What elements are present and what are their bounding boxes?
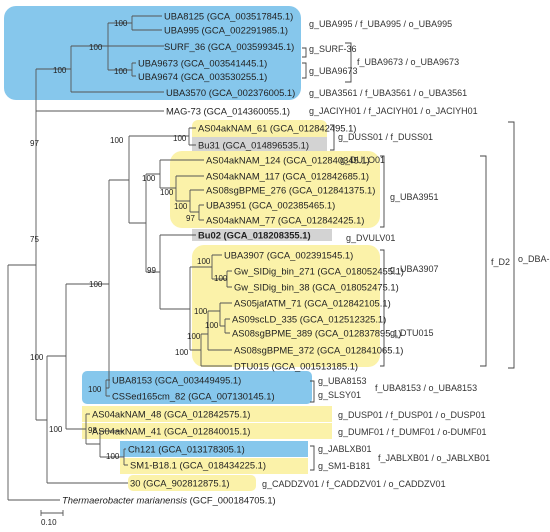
bootstrap-value: 99: [147, 266, 156, 275]
leaf-label: AS04akNAM_77 (GCA_012842425.1): [206, 215, 364, 226]
bootstrap-value: 100: [110, 136, 124, 145]
taxonomy-label: f_UBA8153 / o_UBA8153: [375, 383, 477, 393]
leaf-label: UBA9674 (GCA_003530255.1): [138, 71, 267, 82]
leaf-label: SM1-B18.1 (GCA_018434225.1): [130, 460, 266, 471]
highlight-blue-ch121: [120, 441, 308, 457]
taxonomy-label: g_UBA3907: [390, 264, 439, 274]
taxonomy-label: g_DUMF01 / f_DUMF01 / o-DUMF01: [338, 427, 487, 437]
leaf-label: Ch121 (GCA_013178305.1): [128, 444, 245, 455]
bootstrap-value: 100: [53, 66, 67, 75]
scale-bar: 0.10: [40, 510, 64, 527]
bootstrap-values: 100 100 100 100 97 75 100 100 100 100 10…: [30, 19, 228, 461]
leaf-label: Gw_SIDig_bin_38 (GCA_018052475.1): [234, 282, 399, 293]
scale-bar-label: 0.10: [41, 518, 57, 527]
bootstrap-value: 100: [160, 188, 174, 197]
taxonomy-label: g_CADDZV01 / f_CADDZV01 / o_CADDZV01: [262, 479, 446, 489]
bootstrap-value: 97: [30, 139, 39, 148]
taxonomy-label: g_DTU015: [390, 328, 434, 338]
leaf-label: 30 (GCA_902812875.1): [130, 478, 230, 489]
leaf-label: CSSed165cm_82 (GCA_007130145.1): [112, 391, 275, 402]
leaf-label: AS04akNAM_117 (GCA_012842685.1): [206, 171, 369, 182]
leaf-label: AS08sgBPME_389 (GCA_012837895.1): [232, 328, 401, 339]
taxonomy-label: g_DUSP01 / f_DUSP01 / o_DUSP01: [338, 410, 486, 420]
bootstrap-value: 100: [194, 307, 208, 316]
leaf-label: AS04akNAM_124 (GCA_012840345.1): [206, 155, 370, 166]
leaf-label: AS04akNAM_61 (GCA_012842495.1): [198, 123, 356, 134]
leaf-label: Gw_SIDig_bin_271 (GCA_018052455.1): [234, 266, 404, 277]
highlight-yellow-dusp01: [82, 406, 332, 422]
highlight-yellow-30: [128, 475, 256, 491]
leaf-label: UBA8153 (GCA_003449495.1): [112, 375, 241, 386]
taxonomy-label: g_DUSS01 / f_DUSS01: [338, 132, 433, 142]
bootstrap-value: 75: [30, 235, 39, 244]
highlight-gray-bu02: [192, 229, 332, 241]
bootstrap-value: 100: [197, 257, 211, 266]
leaf-label: UBA3907 (GCA_002391545.1): [224, 250, 353, 261]
taxonomy-label: g_UBA9673: [309, 66, 358, 76]
taxonomy-label: g_DVULV01: [346, 233, 395, 243]
taxonomy-label: f_D2: [491, 257, 510, 267]
bootstrap-value: 97: [186, 214, 195, 223]
bootstrap-value: 100: [114, 19, 128, 28]
taxonomy-label: g_SM1-B181: [318, 461, 371, 471]
bootstrap-value: 100: [142, 174, 156, 183]
leaf-label: AS04akNAM_48 (GCA_012842575.1): [92, 409, 250, 420]
bootstrap-value: 100: [173, 134, 187, 143]
clade-brackets: [302, 42, 515, 471]
leaf-label: AS09scLD_335 (GCA_012512325.1): [232, 314, 386, 325]
bootstrap-value: 100: [175, 348, 189, 357]
highlight-yellow-sm1: [120, 458, 308, 474]
leaf-label: UBA995 (GCA_002291985.1): [164, 25, 288, 36]
tree-branches: [7, 15, 232, 501]
bootstrap-value: 100: [88, 385, 102, 394]
leaf-label: Bu31 (GCA_014896535.1): [198, 140, 309, 151]
highlight-blue-uba8153: [82, 371, 312, 404]
bootstrap-value: 100: [214, 274, 228, 283]
bootstrap-value: 100: [187, 332, 201, 341]
leaf-label: MAG-73 (GCA_014360055.1): [166, 106, 290, 117]
taxonomy-label: g_DULO01: [340, 155, 385, 165]
leaf-label: AS05jafATM_71 (GCA_012842105.1): [234, 298, 391, 309]
bootstrap-value: 100: [49, 425, 63, 434]
bootstrap-value: 100: [89, 43, 103, 52]
highlight-blue-top: [4, 6, 301, 100]
bootstrap-value: 100: [89, 280, 103, 289]
leaf-label: Thermaerobacter marianensis (GCF_0001847…: [62, 495, 276, 506]
leaf-label: UBA9673 (GCA_003541445.1): [138, 58, 267, 69]
taxonomy-label: g_UBA995 / f_UBA995 / o_UBA995: [309, 19, 452, 29]
leaf-label: UBA3570 (GCA_002376005.1): [166, 87, 295, 98]
leaf-label: UBA3951 (GCA_002385465.1): [206, 200, 335, 211]
taxonomy-labels: g_UBA995 / f_UBA995 / o_UBA995 g_SURF-36…: [262, 19, 550, 489]
highlight-gray-bu31: [192, 137, 327, 153]
highlight-yellow-dtu015: [192, 245, 380, 367]
leaf-label: SURF_36 (GCA_003599345.1): [164, 41, 294, 52]
taxonomy-label: g_SURF-36: [309, 44, 357, 54]
taxonomy-label: g_JACIYH01 / f_JACIYH01 / o_JACIYH01: [309, 106, 478, 116]
highlight-yellow-uba3951: [170, 151, 380, 228]
bootstrap-value: 100: [174, 202, 188, 211]
bootstrap-value: 100: [30, 353, 44, 362]
taxonomy-label: g_SLSY01: [318, 390, 361, 400]
bootstrap-value: 100: [205, 321, 219, 330]
taxonomy-label: f_UBA9673 / o_UBA9673: [357, 57, 459, 67]
bootstrap-value: 100: [106, 452, 120, 461]
leaf-labels: UBA8125 (GCA_003517845.1) UBA995 (GCA_00…: [62, 11, 404, 506]
leaf-label: AS08sgBPME_372 (GCA_012841065.1): [234, 345, 403, 356]
leaf-label: Bu02 (GCA_018208355.1): [198, 230, 311, 241]
taxonomy-label: g_UBA3951: [390, 192, 439, 202]
taxonomy-label: f_JABLXB01 / o_JABLXB01: [378, 453, 490, 463]
taxonomy-label: g_UBA8153: [318, 376, 367, 386]
taxonomy-label: o_DBA-2: [518, 254, 550, 264]
leaf-label: DTU015 (GCA_001513185.1): [234, 361, 358, 372]
taxonomy-label: g_UBA3561 / f_UBA3561 / o_UBA3561: [309, 88, 467, 98]
leaf-label: AS04akNAM_41 (GCA_012840015.1): [92, 426, 250, 437]
leaf-label: UBA8125 (GCA_003517845.1): [164, 11, 293, 22]
bootstrap-value: 100: [114, 67, 128, 76]
taxonomy-label: g_JABLXB01: [318, 444, 372, 454]
highlight-yellow-dumf01: [82, 423, 332, 439]
bootstrap-value: 98: [88, 426, 97, 435]
leaf-label: AS08sgBPME_276 (GCA_012841375.1): [206, 185, 375, 196]
